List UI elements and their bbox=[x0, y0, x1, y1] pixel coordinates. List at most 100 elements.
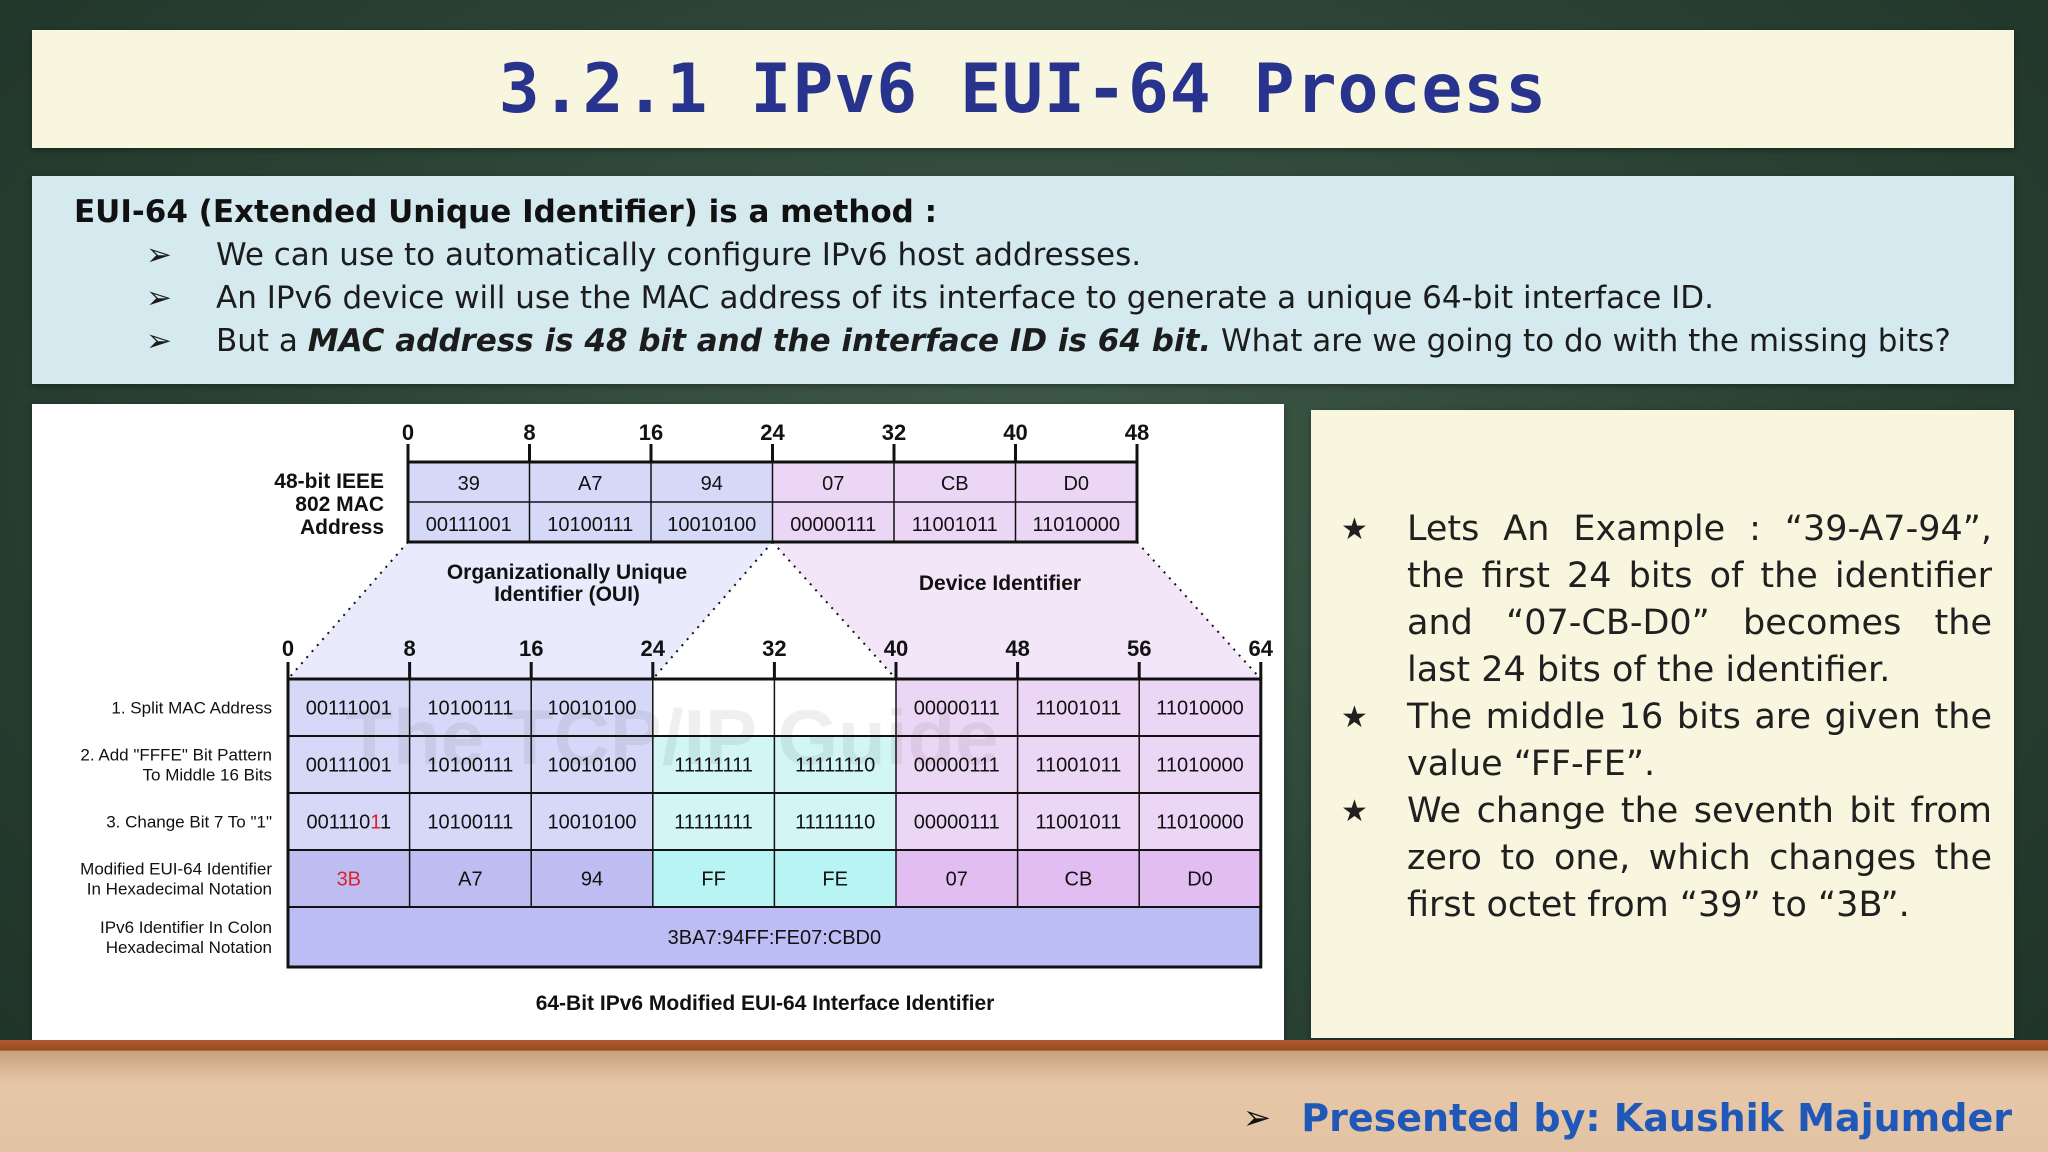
mac-hex-value: 94 bbox=[701, 473, 723, 495]
process-step-label: 3. Change Bit 7 To "1" bbox=[106, 813, 272, 832]
oui-expansion-region bbox=[288, 542, 773, 679]
process-step-label: Modified EUI-64 Identifier bbox=[80, 860, 272, 879]
bit-tick-label: 24 bbox=[641, 636, 666, 661]
eui-cell-bg bbox=[1017, 736, 1140, 793]
eui-cell-value: A7 bbox=[458, 869, 482, 891]
oui-label: Identifier (OUI) bbox=[494, 583, 640, 606]
bit-tick-label: 16 bbox=[639, 420, 663, 445]
bit-tick-label: 8 bbox=[523, 420, 535, 445]
arrow-bullet-icon: ➢ bbox=[1242, 1098, 1272, 1138]
bit-tick-label: 0 bbox=[402, 420, 414, 445]
eui-cell-bg bbox=[896, 850, 1018, 907]
process-step-label: 2. Add "FFFE" Bit Pattern bbox=[80, 746, 272, 765]
intro-item-text: An IPv6 device will use the MAC address … bbox=[216, 280, 1715, 316]
eui-cell-value: 00000111 bbox=[914, 698, 1000, 720]
bit-tick-label: 8 bbox=[403, 636, 415, 661]
eui-cell-bg bbox=[1139, 793, 1261, 850]
bit-tick-label: 40 bbox=[884, 636, 908, 661]
bit-tick-label: 64 bbox=[1249, 636, 1274, 661]
dotted-connector bbox=[771, 541, 897, 680]
star-bullet-icon: ★ bbox=[1341, 512, 1368, 547]
note-text: The middle 16 bits are given the value “… bbox=[1407, 697, 1992, 784]
eui-cell-bg bbox=[1017, 793, 1140, 850]
eui-cell-value: 11111111 bbox=[674, 755, 753, 777]
eui-cell-bg bbox=[896, 793, 1018, 850]
bit-tick-label: 32 bbox=[882, 420, 906, 445]
intro-item-text: But a MAC address is 48 bit and the inte… bbox=[216, 320, 1951, 363]
eui-cell-value: CB bbox=[1065, 869, 1093, 891]
eui-cell-bg bbox=[531, 679, 653, 736]
process-step-label: To Middle 16 Bits bbox=[143, 766, 272, 785]
arrow-bullet-icon: ➢ bbox=[146, 323, 172, 359]
arrow-bullet-icon: ➢ bbox=[146, 237, 172, 273]
intro-item-text: We can use to automatically configure IP… bbox=[216, 237, 1142, 273]
title-bar: 3.2.1 IPv6 EUI-64 Process bbox=[32, 30, 2014, 148]
eui-cell-value: 10010100 bbox=[548, 698, 637, 720]
eui-cell-value: 10010100 bbox=[548, 812, 637, 834]
eui-cell-bg bbox=[652, 736, 775, 793]
eui-cell-value: 10100111 bbox=[427, 755, 513, 777]
eui-cell-bg bbox=[1139, 736, 1261, 793]
eui-cell-value: 10010100 bbox=[548, 755, 637, 777]
eui-cell-bg bbox=[531, 850, 653, 907]
mac-hex-value: A7 bbox=[578, 473, 602, 495]
eui-cell-bg bbox=[774, 793, 896, 850]
bit-tick-label: 32 bbox=[762, 636, 786, 661]
star-bullet-icon: ★ bbox=[1341, 794, 1368, 829]
eui-cell-value: 00111001 bbox=[306, 698, 392, 720]
eui-cell-bg bbox=[774, 679, 896, 736]
eui-cell-value: 10100111 bbox=[427, 812, 513, 834]
bit-tick-label: 48 bbox=[1125, 420, 1149, 445]
eui-cell-bg bbox=[1139, 679, 1261, 736]
note-text: Lets An Example : “39-A7-94”, the first … bbox=[1407, 509, 1992, 690]
slide-title: 3.2.1 IPv6 EUI-64 Process bbox=[498, 49, 1548, 129]
device-identifier-label: Device Identifier bbox=[919, 572, 1081, 595]
eui-cell-bg bbox=[409, 736, 532, 793]
eui-cell-value: 00111011 bbox=[307, 812, 392, 834]
intro-item: ➢ But a MAC address is 48 bit and the in… bbox=[74, 320, 1972, 363]
bit-tick-label: 0 bbox=[282, 636, 294, 661]
intro-item: ➢ We can use to automatically configure … bbox=[74, 234, 1972, 277]
eui-cell-bg bbox=[409, 850, 532, 907]
eui-cell-value: FF bbox=[701, 869, 725, 891]
bit-tick-label: 48 bbox=[1005, 636, 1029, 661]
eui-cell-bg bbox=[288, 679, 410, 736]
eui-cell-bg bbox=[1017, 850, 1140, 907]
eui-cell-value: 00000111 bbox=[914, 812, 1000, 834]
intro-heading: EUI-64 (Extended Unique Identifier) is a… bbox=[74, 194, 938, 230]
eui-cell-bg bbox=[288, 850, 410, 907]
mac-hex-value: 07 bbox=[822, 473, 844, 495]
eui-cell-value: 11001011 bbox=[1035, 755, 1121, 777]
mac-binary-value: 11001011 bbox=[912, 514, 998, 536]
eui-cell-bg bbox=[288, 736, 410, 793]
eui-cell-bg bbox=[896, 736, 1018, 793]
bit-tick-label: 24 bbox=[760, 420, 785, 445]
eui-cell-value: 11010000 bbox=[1156, 755, 1244, 777]
eui-cell-bg bbox=[774, 736, 896, 793]
mac-binary-value: 10010100 bbox=[667, 514, 756, 536]
eui-cell-value: FE bbox=[822, 869, 848, 891]
eui-cell-value: 94 bbox=[581, 869, 603, 891]
bit-unchanged: 001110 bbox=[307, 812, 371, 834]
eui-cell-bg bbox=[896, 679, 1018, 736]
eui-cell-value: 11111111 bbox=[674, 812, 753, 834]
note-item: ★ The middle 16 bits are given the value… bbox=[1341, 694, 1992, 788]
eui-cell-bg bbox=[288, 793, 410, 850]
eui-cell-bg bbox=[774, 850, 896, 907]
eui-cell-value: 10100111 bbox=[427, 698, 513, 720]
mac-address-label: Address bbox=[300, 516, 384, 539]
eui-cell-value: 11111110 bbox=[795, 812, 875, 834]
intro-item: ➢ An IPv6 device will use the MAC addres… bbox=[74, 277, 1972, 320]
intro-item-pre: But a bbox=[216, 323, 308, 359]
mac-binary-value: 00000111 bbox=[790, 514, 876, 536]
presenter-credit: ➢ Presented by: Kaushik Majumder bbox=[1243, 1096, 2012, 1140]
note-text: We change the seventh bit from zero to o… bbox=[1407, 791, 1992, 925]
eui-cell-value: 00000111 bbox=[914, 755, 1000, 777]
mac-hex-value: D0 bbox=[1063, 473, 1089, 495]
eui-cell-bg bbox=[409, 679, 532, 736]
note-item: ★ We change the seventh bit from zero to… bbox=[1341, 788, 1992, 929]
process-step-label: 1. Split MAC Address bbox=[111, 699, 272, 718]
eui-cell-bg bbox=[531, 736, 653, 793]
mac-binary-value: 11010000 bbox=[1033, 514, 1121, 536]
